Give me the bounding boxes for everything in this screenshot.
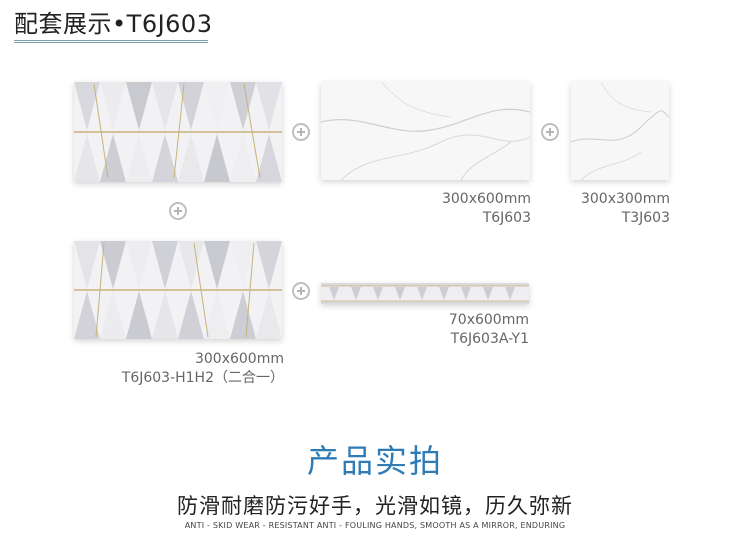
plus-icon <box>169 202 187 220</box>
title-underline <box>14 40 208 43</box>
slogan-subtitle: ANTI - SKID WEAR - RESISTANT ANTI - FOUL… <box>184 521 566 530</box>
marble-tile-large <box>321 82 530 180</box>
tile-code: T6J603A-Y1 <box>450 331 529 347</box>
caption-border-strip: 70x600mm T6J603A-Y1 <box>329 311 529 349</box>
plus-icon <box>541 123 559 141</box>
caption-marble-large: 300x600mm T6J603 <box>331 190 531 228</box>
tile-size: 300x600mm <box>194 351 284 367</box>
tile-code: T3J603 <box>621 210 670 226</box>
tile-size: 300x300mm <box>580 191 670 207</box>
tile-code: T6J603-H1H2（二合一） <box>121 370 284 386</box>
tile-code: T6J603 <box>482 210 531 226</box>
page-title: 配套展示•T6J603 <box>14 10 213 38</box>
plus-icon <box>292 123 310 141</box>
marble-tile-square <box>571 82 669 180</box>
tile-size: 70x600mm <box>448 312 529 328</box>
deco-tile-top <box>74 82 282 182</box>
section-title: 产品实拍 <box>306 442 443 480</box>
plus-icon <box>292 282 310 300</box>
caption-deco-bottom: 300x600mm T6J603-H1H2（二合一） <box>64 350 284 388</box>
caption-marble-square: 300x300mm T3J603 <box>550 190 670 228</box>
deco-tile-bottom <box>74 241 282 339</box>
border-strip-tile <box>321 283 529 304</box>
tile-size: 300x600mm <box>441 191 531 207</box>
slogan: 防滑耐磨防污好手，光滑如镜，历久弥新 <box>177 494 573 518</box>
